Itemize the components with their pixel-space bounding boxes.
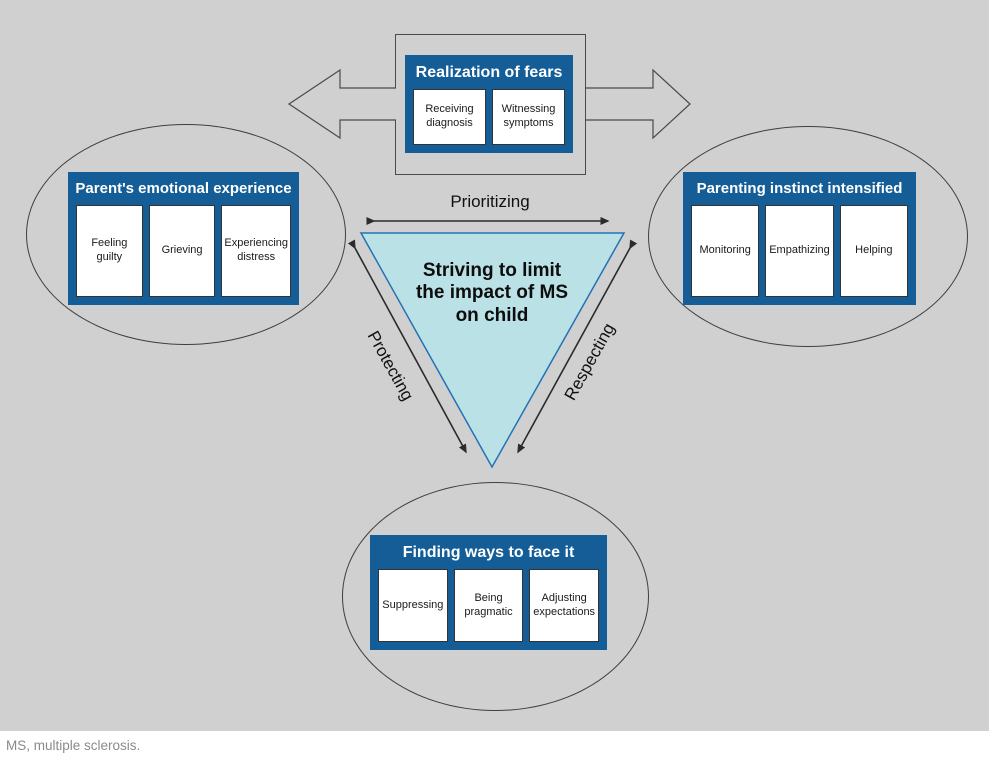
realization-of-fears-title: Realization of fears bbox=[415, 64, 563, 81]
being-pragmatic-box: Being pragmatic bbox=[453, 569, 524, 642]
parent-emotional-experience-ellipse bbox=[26, 124, 346, 345]
finding-ways-title: Finding ways to face it bbox=[402, 544, 575, 561]
parent-emotional-experience-boxes: Feeling guilty Grieving Experiencing dis… bbox=[76, 205, 291, 297]
receiving-diagnosis-box: Receiving diagnosis bbox=[413, 89, 486, 145]
parent-emotional-experience-panel: Parent's emotional experience Feeling gu… bbox=[68, 172, 299, 305]
prioritizing-label: Prioritizing bbox=[450, 192, 530, 211]
left-block-arrow-icon bbox=[287, 68, 396, 140]
realization-of-fears-boxes: Receiving diagnosis Witnessing symptoms bbox=[413, 89, 565, 145]
respecting-arrow bbox=[517, 239, 638, 454]
triangle-caption-line1: Striving to limit bbox=[422, 260, 562, 281]
protecting-arrow bbox=[347, 239, 467, 454]
parenting-instinct-ellipse bbox=[648, 126, 968, 347]
right-block-arrow-icon bbox=[586, 68, 691, 140]
monitoring-box: Monitoring bbox=[691, 205, 760, 297]
arrows-and-triangle-layer bbox=[287, 68, 691, 469]
triangle-caption-line2: the impact of MS bbox=[415, 282, 568, 304]
finding-ways-panel: Finding ways to face it Suppressing Bein… bbox=[370, 535, 607, 650]
parenting-instinct-panel: Parenting instinct intensified Monitorin… bbox=[683, 172, 916, 305]
empathizing-box: Empathizing bbox=[765, 205, 834, 297]
feeling-guilty-box: Feeling guilty bbox=[76, 205, 143, 297]
finding-ways-ellipse bbox=[342, 482, 649, 711]
suppressing-box: Suppressing bbox=[378, 569, 448, 642]
finding-ways-boxes: Suppressing Being pragmatic Adjusting ex… bbox=[378, 569, 600, 642]
grieving-box: Grieving bbox=[148, 205, 216, 297]
helping-box: Helping bbox=[839, 205, 908, 297]
realization-of-fears-panel: Realization of fears Receiving diagnosis… bbox=[405, 55, 573, 153]
diagram-canvas: Realization of fears Receiving diagnosis… bbox=[0, 0, 989, 731]
parent-emotional-experience-title: Parent's emotional experience bbox=[75, 180, 292, 197]
parenting-instinct-title: Parenting instinct intensified bbox=[696, 180, 903, 197]
parenting-instinct-boxes: Monitoring Empathizing Helping bbox=[691, 205, 908, 297]
experiencing-distress-box: Experiencing distress bbox=[221, 205, 291, 297]
abbreviation-footnote: MS, multiple sclerosis. bbox=[6, 738, 141, 753]
adjusting-expectations-box: Adjusting expectations bbox=[529, 569, 600, 642]
witnessing-symptoms-box: Witnessing symptoms bbox=[492, 89, 565, 145]
triangle-caption: Striving to limit the impact of MS on ch… bbox=[392, 260, 592, 327]
triangle-caption-line3: on child bbox=[455, 304, 529, 326]
